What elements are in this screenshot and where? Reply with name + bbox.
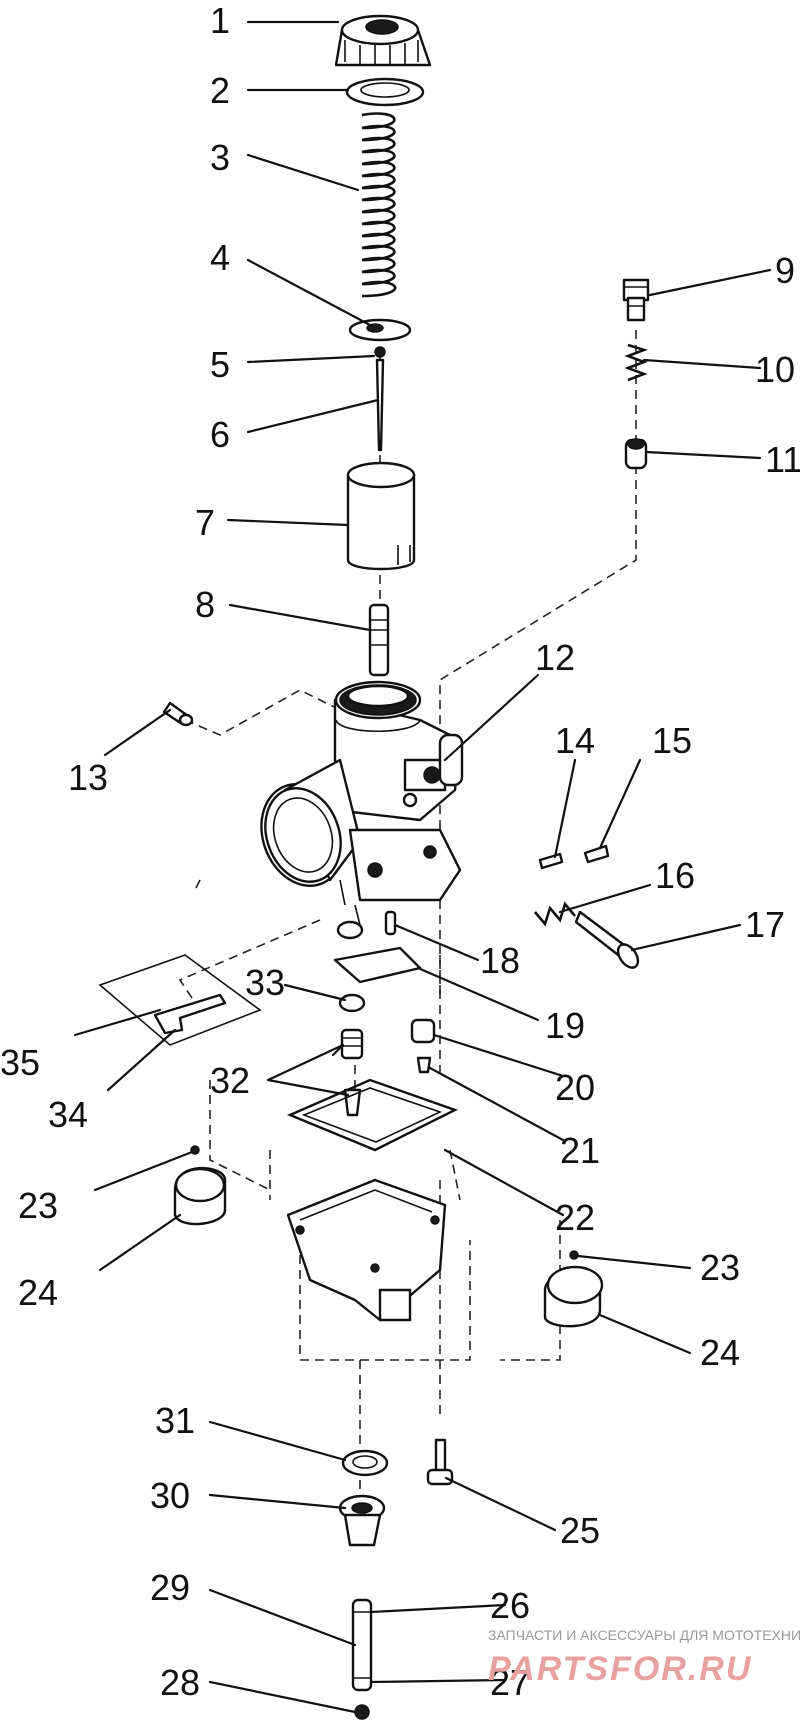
- part-screw-tip: [583, 844, 610, 864]
- callout-34: 34: [48, 1094, 88, 1135]
- callout-12: 12: [535, 637, 575, 678]
- part-float-bowl: [286, 1178, 447, 1322]
- callout-32: 32: [210, 1060, 250, 1101]
- callout-19: 19: [545, 1005, 585, 1046]
- callout-10: 10: [755, 349, 795, 390]
- part-sheet-gasket: [98, 954, 262, 1046]
- part-idle-spring: [534, 901, 576, 927]
- part-carburetor-body: [260, 680, 464, 926]
- callout-24a: 24: [18, 1272, 58, 1313]
- part-starter-plunger: [624, 438, 648, 470]
- callout-11: 11: [765, 439, 800, 480]
- part-needle-valve: [416, 1056, 432, 1074]
- part-bracket: [153, 993, 227, 1035]
- part-small-spring: [624, 343, 649, 382]
- part-jet-needle: [375, 358, 385, 452]
- callout-24b: 24: [700, 1332, 740, 1373]
- part-float-bowl-gasket: [286, 1078, 459, 1152]
- callout-18: 18: [480, 940, 520, 981]
- part-float-arm: [333, 946, 422, 984]
- callout-27: 27: [490, 1662, 530, 1703]
- callout-15: 15: [652, 720, 692, 761]
- callout-26: 26: [490, 1585, 530, 1626]
- callout-33: 33: [245, 962, 285, 1003]
- part-needle-clip: [374, 346, 386, 358]
- parts: [98, 14, 650, 1720]
- leader-lines: [73, 20, 772, 1714]
- watermark-logo: PARTSFOR.RU: [488, 1650, 752, 1688]
- part-drain-plug: [338, 1494, 386, 1547]
- part-float-left: [173, 1166, 227, 1226]
- callout-21: 21: [560, 1130, 600, 1171]
- callout-23b: 23: [700, 1247, 740, 1288]
- callout-13: 13: [68, 757, 108, 798]
- part-throttle-valve: [346, 461, 416, 571]
- part-needle-valve-seat: [410, 1018, 436, 1044]
- part-pilot-jet: [354, 1704, 370, 1720]
- callout-25: 25: [560, 1510, 600, 1551]
- callout-5: 5: [210, 344, 230, 385]
- callout-8: 8: [195, 584, 215, 625]
- watermark: ЗАПЧАСТИ И АКСЕССУАРЫ ДЛЯ МОТОТЕХНИКИ PA…: [488, 1627, 800, 1688]
- callout-28: 28: [160, 1662, 200, 1703]
- part-washer-upper: [336, 920, 364, 940]
- part-idle-screw: [574, 910, 640, 969]
- callout-16: 16: [655, 855, 695, 896]
- part-fitting: [622, 278, 650, 322]
- part-cap-gasket: [345, 77, 425, 107]
- part-needle-plate: [348, 318, 412, 342]
- watermark-tagline: ЗАПЧАСТИ И АКСЕССУАРЫ ДЛЯ МОТОТЕХНИКИ: [488, 1627, 800, 1643]
- part-float-pin-right: [569, 1250, 579, 1260]
- callout-17: 17: [745, 904, 785, 945]
- part-float-pin: [384, 910, 397, 936]
- callout-23a: 23: [18, 1185, 58, 1226]
- part-needle-jet: [368, 603, 390, 677]
- callout-20: 20: [555, 1067, 595, 1108]
- callout-1: 1: [210, 0, 230, 41]
- callout-30: 30: [150, 1475, 190, 1516]
- callout-31: 31: [155, 1400, 195, 1441]
- part-throttle-spring: [361, 112, 397, 298]
- callout-22: 22: [555, 1197, 595, 1238]
- callout-9: 9: [775, 250, 795, 291]
- callout-14: 14: [555, 720, 595, 761]
- callout-29: 29: [150, 1567, 190, 1608]
- callout-3: 3: [210, 137, 230, 178]
- part-pilot-screw: [538, 852, 564, 870]
- part-top-cap: [334, 14, 432, 67]
- callout-4: 4: [210, 237, 230, 278]
- part-small-pin: [162, 701, 194, 727]
- callout-7: 7: [195, 502, 215, 543]
- part-o-ring: [341, 1449, 389, 1477]
- callout-35: 35: [0, 1042, 40, 1083]
- part-main-jets: [340, 1028, 364, 1117]
- part-float-right: [543, 1265, 604, 1328]
- callout-2: 2: [210, 70, 230, 111]
- callout-6: 6: [210, 414, 230, 455]
- part-washer-lower: [338, 993, 366, 1013]
- part-bowl-screw: [426, 1438, 454, 1486]
